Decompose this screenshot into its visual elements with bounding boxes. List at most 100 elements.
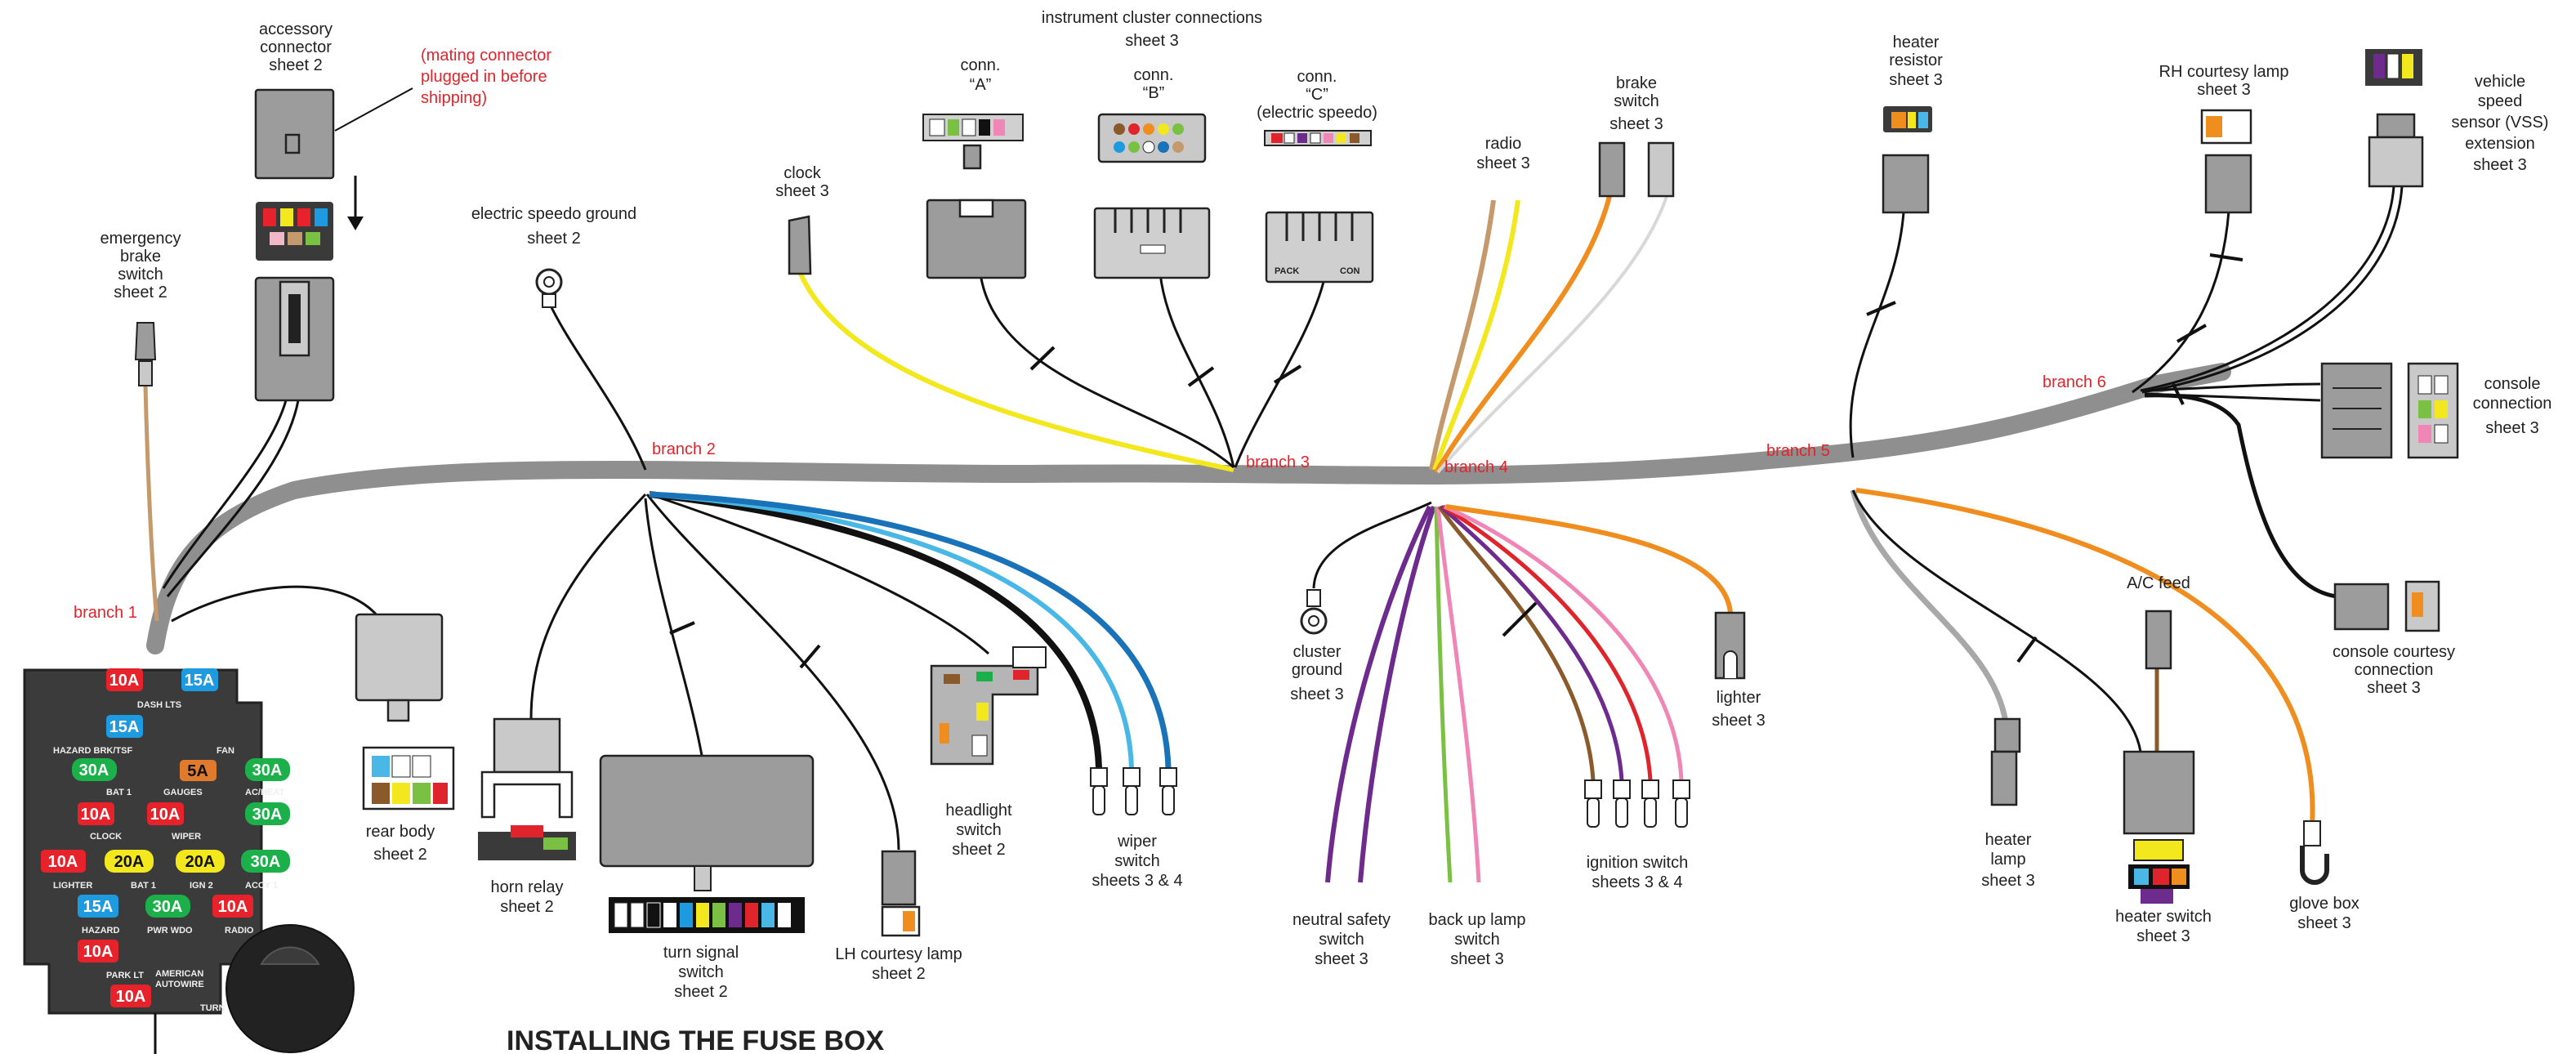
slot-label-turn: TURN	[200, 1003, 225, 1013]
ignition-terminals[interactable]	[1584, 779, 1690, 828]
fuse-9: 30A	[252, 806, 283, 824]
fuse-10: 10A	[48, 853, 78, 871]
conn-a-connector[interactable]	[922, 114, 1027, 279]
wiper-blue-wire	[649, 491, 1172, 769]
ignition-pink-wire	[1444, 504, 1684, 781]
slot-label-acheat: AC/HEAT	[245, 788, 284, 797]
fuse-17: 10A	[83, 943, 114, 961]
conn-c-connector[interactable]: PACK CON	[1264, 130, 1374, 284]
wiper-terminals[interactable]	[1090, 767, 1177, 815]
conn-a-wire	[979, 273, 1235, 469]
clock-wire	[798, 272, 1234, 472]
conn-b-wire	[1159, 273, 1235, 468]
slot-label-ign2: IGN 2	[190, 881, 213, 891]
emergency-brake-switch[interactable]	[134, 322, 157, 386]
fuse-15: 30A	[153, 898, 183, 916]
rh-courtesy-lamp-connector[interactable]	[2200, 109, 2252, 214]
main-harness	[146, 363, 2231, 654]
speedo-ground-ring[interactable]	[535, 268, 563, 308]
brake-orange-wire	[1434, 195, 1612, 474]
slot-label-radio: RADIO	[225, 926, 254, 936]
glove-box-wire	[1855, 488, 2315, 826]
note-leader	[334, 87, 413, 132]
branch-1-label: branch 1	[74, 604, 137, 622]
lighter-connector[interactable]	[1714, 611, 1746, 680]
page-title: INSTALLING THE FUSE BOX	[507, 1025, 884, 1054]
fuse-14: 15A	[83, 898, 114, 916]
cluster-ground-ring[interactable]	[1300, 589, 1328, 635]
lh-courtesy-lamp-connector[interactable]	[881, 850, 921, 937]
fuse-5: 5A	[187, 762, 208, 780]
ac-feed-connector[interactable]	[2145, 610, 2172, 670]
slot-label-gauges: GAUGES	[163, 788, 203, 797]
neutral-purple-wire-2	[1358, 506, 1436, 883]
vss-wire-1	[2140, 185, 2395, 392]
ac-feed-label: A/C feed	[2127, 574, 2190, 592]
branch-4-label: branch 4	[1444, 458, 1508, 476]
fuse-11: 20A	[114, 853, 145, 871]
neutral-purple-wire-1	[1325, 505, 1432, 883]
fuse-6: 30A	[252, 761, 283, 779]
fuse-box[interactable]: 10A 15A DASH LTS 15A HAZARD BRK/TSF FAN …	[23, 668, 355, 1053]
flasher-can	[225, 924, 355, 1053]
arrow-head	[347, 217, 364, 230]
fuse-12: 20A	[185, 853, 216, 871]
fuse-16: 10A	[218, 898, 248, 916]
radio-tan-wire	[1429, 199, 1496, 471]
brake-switch-connector[interactable]	[1598, 141, 1675, 198]
fuse-8: 10A	[150, 806, 181, 824]
console-wire-1	[2144, 382, 2321, 392]
conn-b-connector[interactable]	[1093, 113, 1211, 279]
console-connector[interactable]	[2320, 362, 2459, 459]
vss-connector[interactable]	[2365, 49, 2424, 188]
console-courtesy-connector[interactable]	[2333, 580, 2440, 632]
slot-label-bat1: BAT 1	[106, 788, 132, 797]
branch-6-label: branch 6	[2042, 373, 2106, 391]
accessory-connector[interactable]	[254, 88, 335, 402]
rh-courtesy-wire	[2132, 210, 2230, 394]
backup-pink-wire	[1435, 506, 1481, 883]
console-courtesy-wire	[2144, 393, 2337, 599]
heater-switch-connector[interactable]	[2123, 750, 2195, 904]
conn-c-con-text: CON	[1340, 266, 1360, 276]
branch-5-label: branch 5	[1766, 442, 1830, 460]
heater-resistor-wire	[1849, 212, 1905, 458]
heater-resistor-connector[interactable]	[1882, 106, 1932, 214]
rear-body-connector[interactable]	[355, 613, 455, 811]
horn-relay-wire	[529, 493, 647, 720]
heater-lamp-connector[interactable]	[1990, 717, 2021, 806]
fuse-2: 15A	[185, 672, 215, 690]
turn-signal-connector[interactable]	[599, 754, 815, 933]
conn-c-pack-text: PACK	[1275, 266, 1299, 276]
cluster-ground-wire	[1312, 501, 1432, 589]
tie-marks	[669, 253, 2243, 669]
slot-label-lighter: LIGHTER	[53, 881, 92, 891]
fuse-1: 10A	[109, 672, 140, 690]
turn-signal-wire	[644, 498, 704, 761]
clock-connector[interactable]	[788, 215, 812, 275]
fuse-4: 30A	[79, 761, 109, 779]
horn-relay-connector[interactable]	[478, 717, 576, 860]
headlight-switch-connector[interactable]	[930, 646, 1047, 766]
accessory-wire-1	[162, 400, 288, 589]
branch-3-label: branch 3	[1246, 453, 1310, 471]
glove-box-connector[interactable]	[2300, 820, 2329, 885]
slot-label-accy1: ACCY 1	[245, 881, 278, 891]
slot-label-fan: FAN	[217, 746, 234, 756]
